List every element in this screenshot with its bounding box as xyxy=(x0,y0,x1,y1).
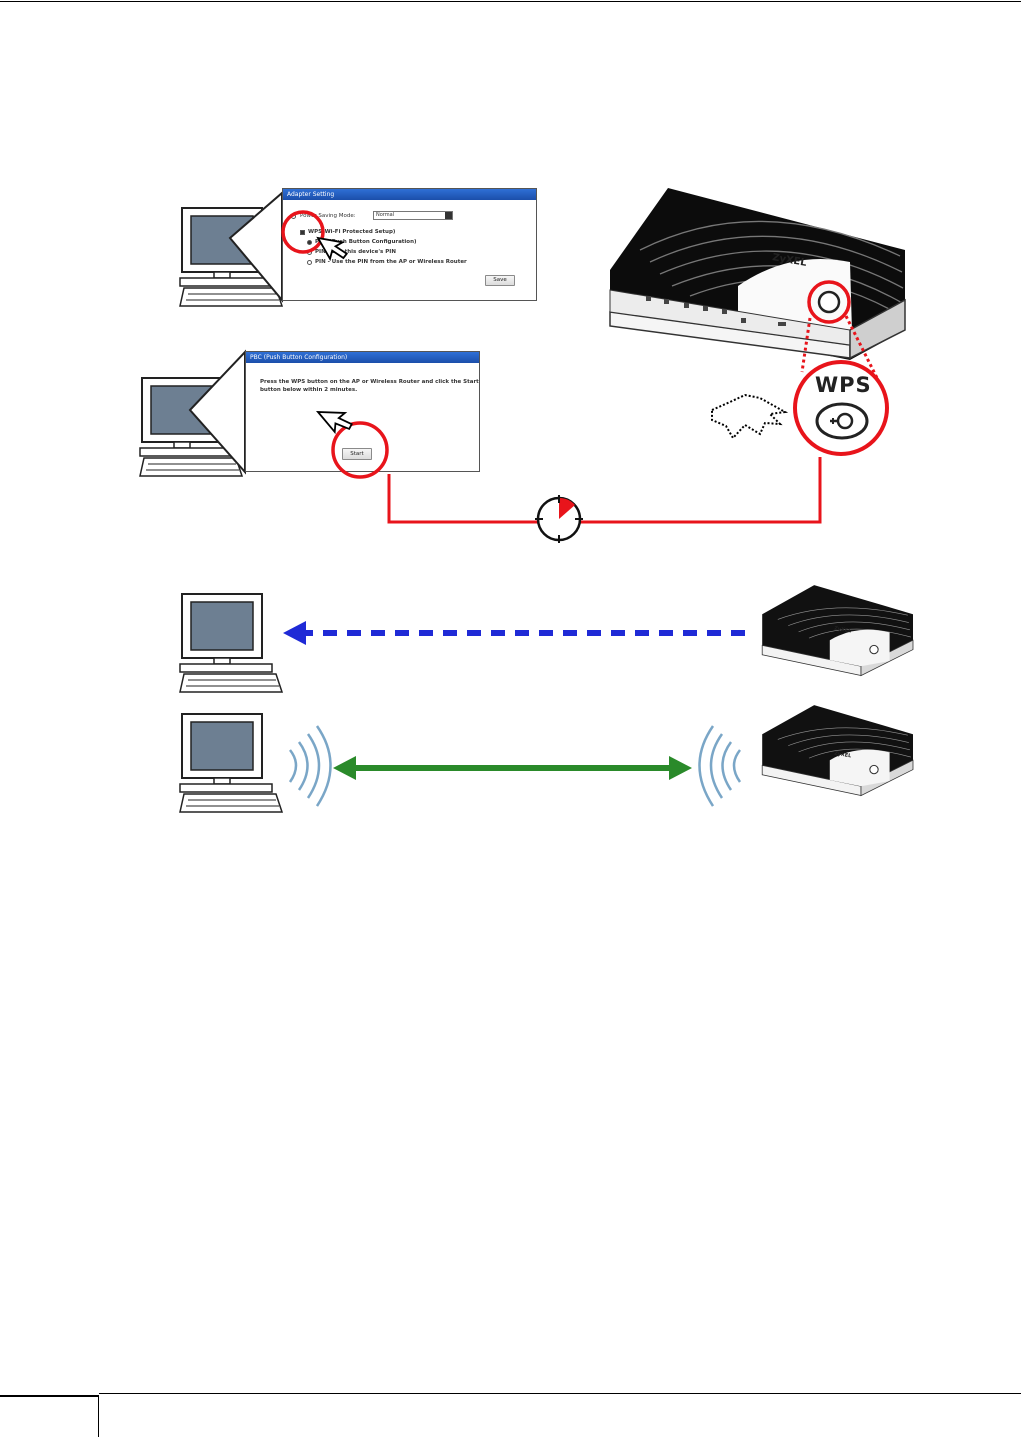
pbc-radio[interactable] xyxy=(307,240,312,245)
wps-callout-label: WPS xyxy=(815,373,872,397)
hand-cursor-icon xyxy=(712,395,785,438)
pbc-instruction-line2: button below within 2 minutes. xyxy=(260,387,357,393)
timer-icon xyxy=(535,495,583,543)
chevron-down-icon xyxy=(445,212,452,219)
computer-icon-3 xyxy=(180,594,282,692)
pin-ap-radio[interactable] xyxy=(307,260,312,265)
power-saving-label: Power Saving Mode: xyxy=(300,213,356,219)
power-saving-select[interactable]: Normal xyxy=(373,211,453,220)
pin-device-radio[interactable] xyxy=(307,250,312,255)
save-button[interactable]: Save xyxy=(485,275,515,286)
wps-diagram xyxy=(0,0,1021,860)
pbc-window: PBC (Push Button Configuration) Press th… xyxy=(245,351,480,472)
adapter-window-title: Adapter Setting xyxy=(283,189,536,200)
computer-icon-4 xyxy=(180,714,282,812)
start-button[interactable]: Start xyxy=(342,448,372,460)
pbc-window-title: PBC (Push Button Configuration) xyxy=(246,352,479,363)
power-saving-value: Normal xyxy=(376,212,394,218)
wireless-waves-icon-left xyxy=(290,726,331,806)
footer-rule xyxy=(99,1393,1021,1394)
wps-checkbox[interactable] xyxy=(300,230,305,235)
pin-ap-label: PIN - Use the PIN from the AP or Wireles… xyxy=(315,259,467,265)
wps-label: WPS(Wi-Fi Protected Setup) xyxy=(308,229,395,235)
timer-line-right xyxy=(580,457,820,522)
pin-device-label: PIN - use this device's PIN xyxy=(315,249,396,255)
pbc-label: PBC (Push Button Configuration) xyxy=(315,239,417,245)
adapter-setting-window: Adapter Setting Power Saving Mode: Norma… xyxy=(282,188,537,301)
power-saving-radio[interactable] xyxy=(291,214,296,219)
router-icon-large xyxy=(610,188,905,360)
page-number-box xyxy=(0,1395,99,1437)
timer-line-left xyxy=(389,474,538,522)
wireless-waves-icon-right xyxy=(700,726,741,806)
pbc-instruction-line1: Press the WPS button on the AP or Wirele… xyxy=(260,379,479,385)
